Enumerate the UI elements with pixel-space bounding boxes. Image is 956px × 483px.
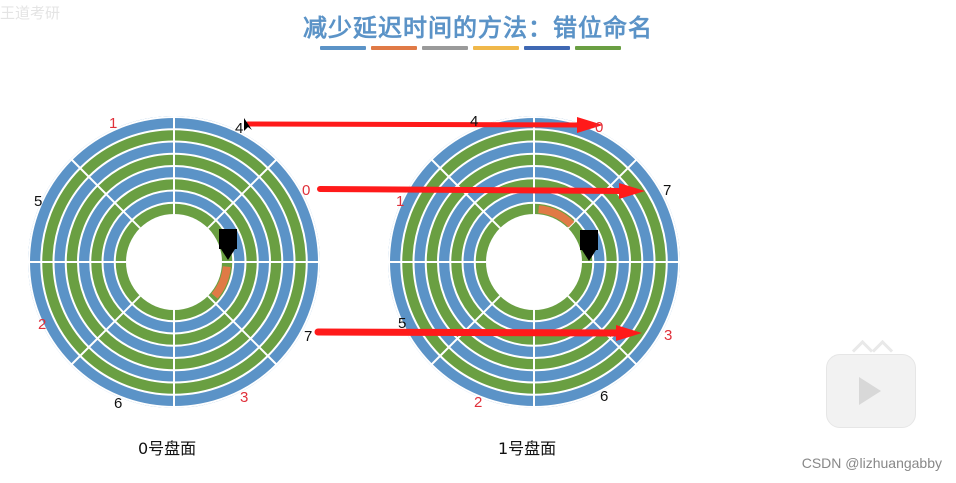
color-bar-segment <box>524 46 570 50</box>
p0-label-4: 4 <box>235 120 244 137</box>
mapping-arrow-shaft <box>314 328 624 337</box>
platter-0 <box>28 116 320 408</box>
p0-label-3: 3 <box>240 389 249 406</box>
read-head-pointer-icon <box>582 250 596 261</box>
sector-divider <box>70 295 141 366</box>
color-bar-segment <box>473 46 519 50</box>
sector-mapping-arrows <box>244 117 645 341</box>
mapping-arrow-head <box>616 325 642 341</box>
p0-label-1: 1 <box>109 115 118 132</box>
read-head-icon <box>219 229 237 249</box>
highlighted-sector <box>211 266 231 299</box>
p1-label-5: 5 <box>398 315 407 332</box>
p1-label-0: 0 <box>595 119 604 136</box>
p1-label-3: 3 <box>664 327 673 344</box>
p1-label-7: 7 <box>663 182 672 199</box>
read-head-icon <box>580 230 598 250</box>
p0-label-0: 0 <box>302 182 311 199</box>
platter-hole <box>126 214 222 310</box>
mapping-arrow-shaft <box>317 186 626 194</box>
read-heads <box>219 229 598 261</box>
platter-hole <box>486 214 582 310</box>
color-bar-segment <box>422 46 468 50</box>
mapping-arrow-head <box>577 117 603 133</box>
sector-divider <box>430 158 501 229</box>
sector-divider <box>207 295 278 366</box>
page-title: 减少延迟时间的方法：错位命名 <box>303 14 653 42</box>
color-bar-segment <box>371 46 417 50</box>
color-bar <box>320 46 621 50</box>
corner-watermark: 王道考研 <box>0 5 61 22</box>
color-bar-segment <box>320 46 366 50</box>
color-bar-segment <box>575 46 621 50</box>
video-play-button[interactable] <box>826 354 916 428</box>
p0-label-7: 7 <box>304 328 313 345</box>
platter-1-caption: 1号盘面 <box>498 439 557 458</box>
p1-label-1: 1 <box>396 193 405 210</box>
platter-1 <box>388 116 680 408</box>
mapping-arrow-head <box>619 183 645 199</box>
play-icon <box>859 377 881 405</box>
mapping-arrow-shaft <box>245 121 584 128</box>
platter-0-caption: 0号盘面 <box>138 439 197 458</box>
p1-label-2: 2 <box>474 394 483 411</box>
highlighted-sector <box>538 205 575 228</box>
p0-label-2: 2 <box>38 316 47 333</box>
p0-label-6: 6 <box>114 395 123 412</box>
read-head-pointer-icon <box>221 249 235 260</box>
cursor-icon <box>244 118 252 131</box>
sector-divider <box>207 158 278 229</box>
csdn-watermark: CSDN @lizhuangabby <box>801 455 942 471</box>
p1-label-4: 4 <box>470 113 479 130</box>
p0-label-5: 5 <box>34 193 43 210</box>
p1-label-6: 6 <box>600 388 609 405</box>
sector-divider <box>70 158 141 229</box>
